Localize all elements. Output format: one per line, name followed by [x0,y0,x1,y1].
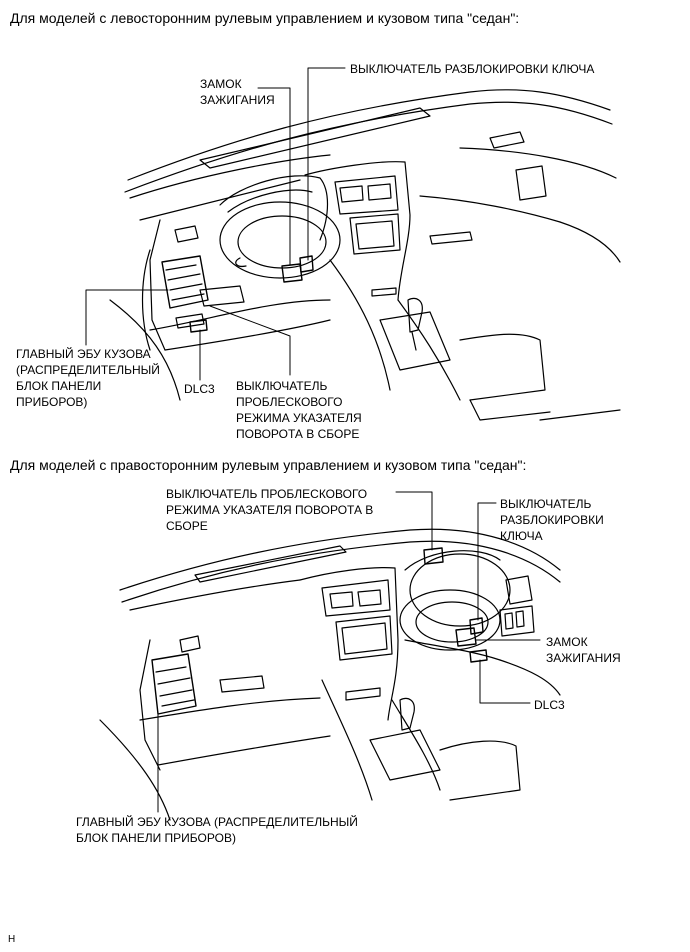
lhd-label-ignition-lock: ЗАМОК ЗАЖИГАНИЯ [200,77,275,107]
rhd-label-dlc3: DLC3 [534,698,565,712]
lhd-leader-lines [85,67,346,381]
rhd-label-key-unlock-switch: ВЫКЛЮЧАТЕЛЬ РАЗБЛОКИРОВКИ КЛЮЧА [500,497,604,543]
lhd-heading: Для моделей с левосторонним рулевым упра… [10,10,520,26]
rhd-dashboard-drawing [99,528,561,821]
rhd-leader-lines [157,491,541,813]
lhd-label-turn-signal-switch: ВЫКЛЮЧАТЕЛЬ ПРОБЛЕСКОВОГО РЕЖИМА УКАЗАТЕ… [236,379,362,441]
lhd-label-key-unlock-switch: ВЫКЛЮЧАТЕЛЬ РАЗБЛОКИРОВКИ КЛЮЧА [350,62,595,76]
rhd-label-turn-signal-switch: ВЫКЛЮЧАТЕЛЬ ПРОБЛЕСКОВОГО РЕЖИМА УКАЗАТЕ… [166,487,374,533]
lhd-dashboard-drawing [109,89,621,421]
lhd-label-dlc3: DLC3 [184,382,215,396]
rhd-label-ignition-lock: ЗАМОК ЗАЖИГАНИЯ [546,635,621,665]
rhd-label-main-body-ecu: ГЛАВНЫЙ ЭБУ КУЗОВА (РАСПРЕДЕЛИТЕЛЬНЫЙ БЛ… [76,815,358,845]
figure-code: H [8,934,16,945]
lhd-label-main-body-ecu: ГЛАВНЫЙ ЭБУ КУЗОВА (РАСПРЕДЕЛИТЕЛЬНЫЙ БЛ… [16,347,160,409]
rhd-heading: Для моделей с правосторонним рулевым упр… [10,457,527,473]
